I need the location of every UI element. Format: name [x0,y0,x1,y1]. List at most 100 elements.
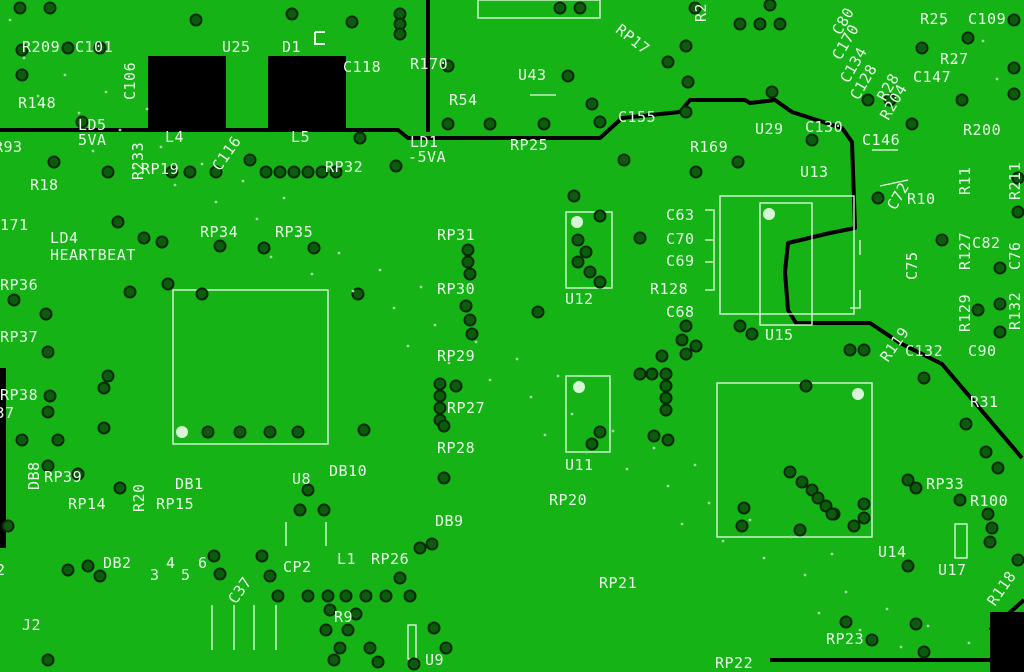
via [341,623,355,637]
via [737,501,751,515]
via [437,471,451,485]
via [753,17,767,31]
silkscreen-mark [285,522,327,546]
via [883,93,897,107]
label-l5: L5 [291,128,311,146]
test-point [954,60,958,64]
via [553,1,567,15]
via [659,379,673,393]
via [263,425,277,439]
via [437,419,451,433]
via [561,69,575,83]
label-rp26: RP26 [371,550,410,568]
label-ld1: LD1 [410,133,439,151]
pin1-marker [852,388,864,400]
label-r211: R211 [1006,161,1024,200]
via [41,345,55,359]
via [427,621,441,635]
test-point [104,90,108,94]
label-rp19: RP19 [141,160,180,178]
via [839,615,853,629]
via [633,367,647,381]
test-point [885,607,889,611]
silkscreen-mark [314,31,325,45]
test-point [721,539,725,543]
label-j2: J2 [22,616,42,634]
via [123,285,137,299]
label-db9: DB9 [435,512,464,530]
label-rp32: RP32 [325,158,364,176]
via [41,405,55,419]
silkscreen-outline [716,382,873,538]
label-rp29: RP29 [437,347,476,365]
test-point [926,624,930,628]
test-point [337,251,341,255]
test-point [118,128,122,132]
via [1007,87,1021,101]
via [983,535,997,549]
via [593,425,607,439]
via [101,369,115,383]
via [659,391,673,405]
via [449,379,463,393]
via [213,239,227,253]
via [585,437,599,451]
test-point [789,535,793,539]
test-point [844,590,848,594]
label-u14: U14 [878,543,907,561]
test-point [693,463,697,467]
via [773,17,787,31]
via [585,97,599,111]
test-point [8,18,12,22]
label-ld5: LD5 [78,116,107,134]
silkscreen-mark [705,209,715,291]
via [287,165,301,179]
copper-trace [0,98,1024,460]
label-r18: R18 [30,176,59,194]
via [655,349,669,363]
via [389,159,403,173]
via [263,569,277,583]
via [805,133,819,147]
test-point [748,518,752,522]
via [783,465,797,479]
label-c147: C147 [913,68,952,86]
label-c82: C82 [972,234,1001,252]
test-point [378,268,382,272]
silkscreen-mark [872,149,909,187]
via [425,537,439,551]
via [441,117,455,131]
label-u17: U17 [938,561,967,579]
test-point [570,412,574,416]
via [379,589,393,603]
via [7,293,21,307]
via [733,319,747,333]
via [353,131,367,145]
label-r169: R169 [690,138,729,156]
test-point [310,272,314,276]
via [233,425,247,439]
via [733,17,747,31]
test-point [556,374,560,378]
label-r25: R25 [920,10,949,28]
via [165,165,179,179]
via [953,493,967,507]
test-point [351,289,355,293]
via [461,243,475,257]
via [985,521,999,535]
via [659,403,673,417]
via [571,233,585,247]
label-l1: L1 [337,550,357,568]
inductor-pad-l5 [268,56,346,130]
label-rp21: RP21 [599,574,638,592]
via [13,1,27,15]
via [593,115,607,129]
via [573,1,587,15]
via [155,235,169,249]
via [321,589,335,603]
test-point [406,344,410,348]
via [981,507,995,521]
via [43,1,57,15]
